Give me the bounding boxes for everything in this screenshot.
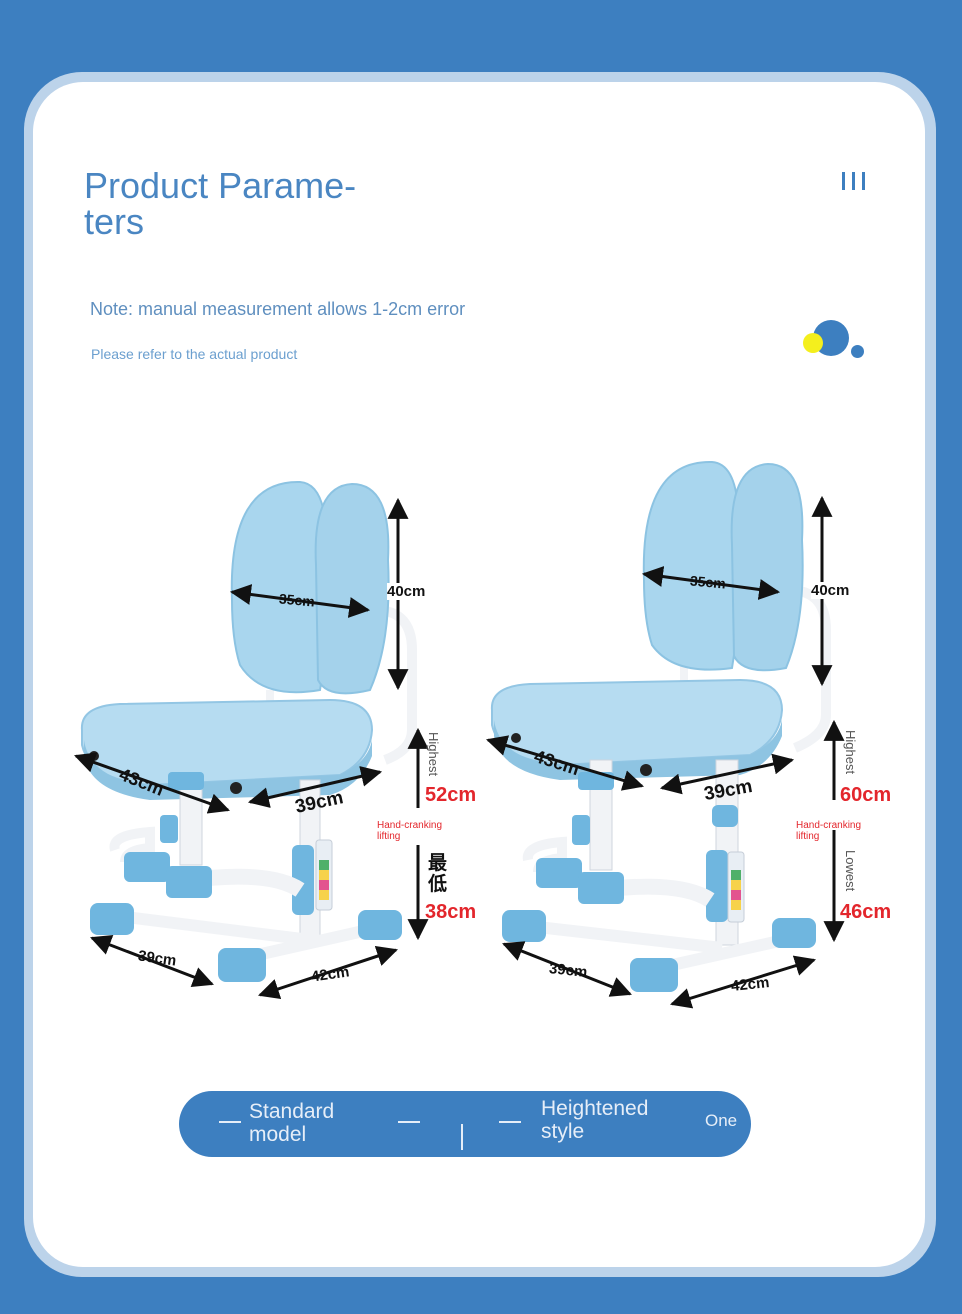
std-highest-label: Highest — [426, 732, 441, 777]
standard-model-label: Standard model — [249, 1100, 335, 1146]
content-card — [33, 82, 925, 1267]
std-back-width-label: 35cm — [278, 590, 316, 610]
dash-icon — [219, 1121, 241, 1123]
tall-highest-label: Highest — [843, 730, 858, 775]
extra-label: One — [705, 1111, 738, 1130]
std-crank-label: Hand-cranking lifting — [377, 820, 443, 842]
measurement-note: Note: manual measurement allows 1-2cm er… — [90, 299, 466, 319]
decor-small-dot-icon — [851, 345, 864, 358]
refer-note: Please refer to the actual product — [91, 346, 298, 362]
std-lowest-label: 最低 — [428, 853, 448, 895]
heightened-style-label: Heightened style — [541, 1097, 649, 1143]
tall-lowest-label: Lowest — [843, 850, 858, 892]
model-legend: Standard model Heightened style One — [179, 1091, 751, 1157]
tall-highest-value: 60cm — [840, 784, 892, 806]
menu-bars-icon — [842, 172, 865, 190]
std-back-height-label: 40cm — [387, 583, 426, 600]
page-title: Product Parame- ters — [84, 165, 357, 242]
divider — [461, 1124, 463, 1150]
heightened-chair-icon — [490, 460, 831, 992]
dash-icon — [398, 1121, 420, 1123]
dash-icon — [499, 1121, 521, 1123]
standard-chair-icon — [80, 480, 417, 982]
decor-yellow-dot-icon — [803, 333, 823, 353]
tall-lowest-value: 46cm — [840, 901, 892, 923]
tall-back-height-label: 40cm — [811, 582, 850, 599]
std-highest-value: 52cm — [425, 784, 477, 806]
std-lowest-value: 38cm — [425, 901, 477, 923]
tall-crank-label: Hand-cranking lifting — [796, 820, 862, 842]
tall-back-width-label: 35cm — [689, 572, 727, 592]
